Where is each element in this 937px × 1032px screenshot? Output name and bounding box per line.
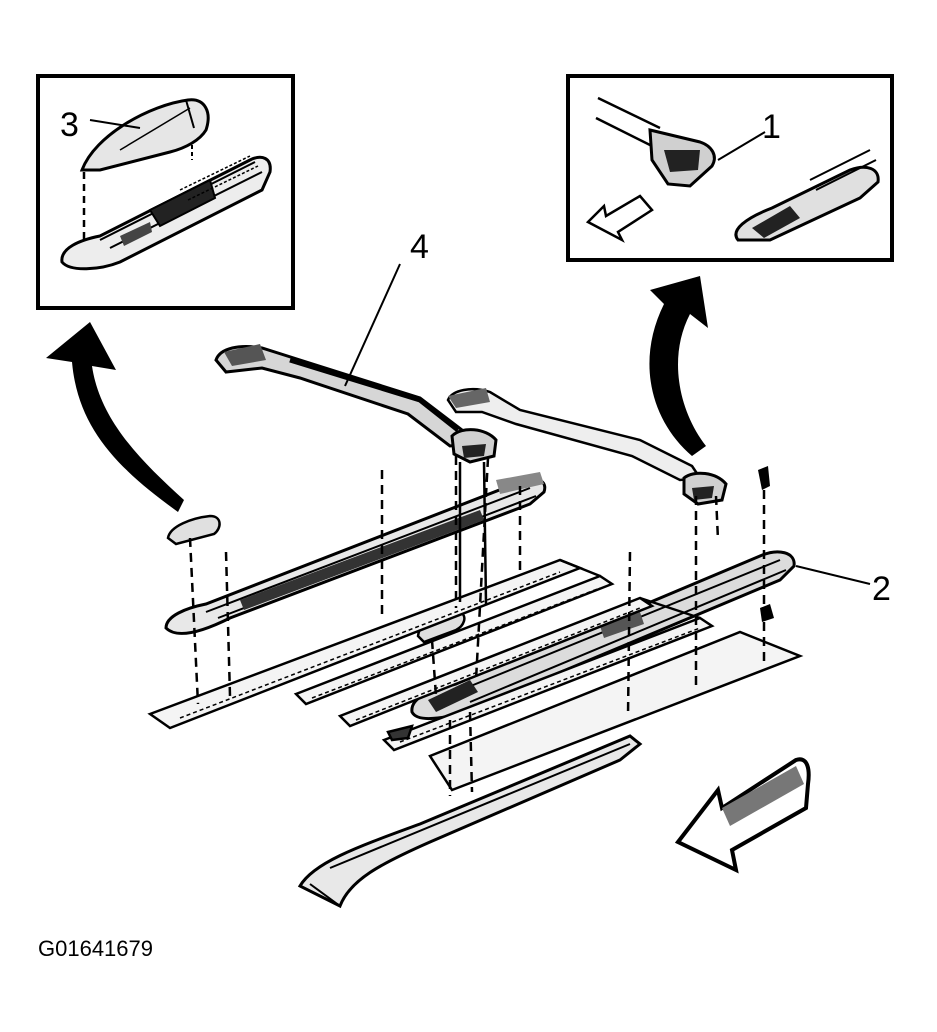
alignment-lines — [188, 456, 766, 796]
curved-arrow-left — [46, 322, 184, 512]
roof-grooves — [179, 571, 701, 743]
side-rail-left — [164, 472, 547, 635]
crossbar-front — [214, 263, 498, 464]
bolt-part — [758, 466, 774, 622]
curved-arrow-right — [649, 276, 708, 456]
inset-direction-arrow — [585, 194, 654, 243]
detail-inset-left — [36, 74, 295, 310]
front-roof-rail — [297, 734, 643, 909]
callout-label-4: 4 — [410, 228, 429, 266]
callout-label-3: 3 — [60, 106, 79, 144]
callout-label-2: 2 — [872, 570, 891, 608]
callout-label-1: 1 — [762, 108, 781, 146]
detail-inset-right — [566, 74, 894, 262]
figure-id: G01641679 — [38, 936, 153, 961]
end-cap-left — [166, 514, 221, 546]
alignment-lines-solid — [458, 461, 488, 605]
